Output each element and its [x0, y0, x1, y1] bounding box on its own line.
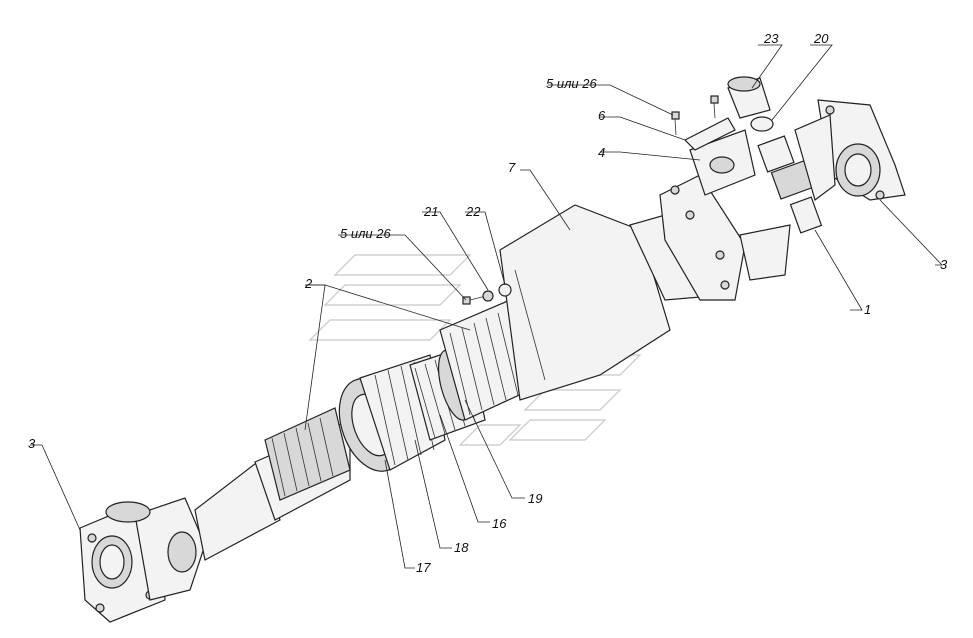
callout-19: 19 [528, 491, 542, 506]
callout-20: 20 [813, 31, 829, 46]
callout-5-or-26-top: 5 или 26 [546, 76, 597, 91]
left-flange-yoke [79, 497, 206, 623]
callout-4: 4 [598, 145, 605, 160]
callout-7: 7 [508, 160, 516, 175]
bolts-top [671, 95, 719, 136]
callout-2: 2 [304, 276, 313, 291]
callout-3-left: 3 [28, 436, 36, 451]
callout-21: 21 [423, 204, 438, 219]
callout-23: 23 [763, 31, 779, 46]
callout-6: 6 [598, 108, 606, 123]
callout-3-right: 3 [940, 257, 948, 272]
bearing-cap [727, 76, 771, 119]
callout-1: 1 [864, 302, 871, 317]
bolt-mid [462, 283, 512, 305]
callout-5-or-26-mid: 5 или 26 [340, 226, 391, 241]
seal-ring [750, 116, 774, 132]
callout-22: 22 [465, 204, 481, 219]
right-flange-yoke [794, 99, 906, 202]
callout-16: 16 [492, 516, 507, 531]
callout-labels: 23 20 5 или 26 6 4 7 21 22 5 или 26 2 3 … [28, 31, 948, 575]
lock-plate [683, 117, 756, 196]
callout-17: 17 [416, 560, 431, 575]
callout-18: 18 [454, 540, 469, 555]
splined-shaft [264, 407, 351, 501]
leader-lines [30, 44, 943, 569]
